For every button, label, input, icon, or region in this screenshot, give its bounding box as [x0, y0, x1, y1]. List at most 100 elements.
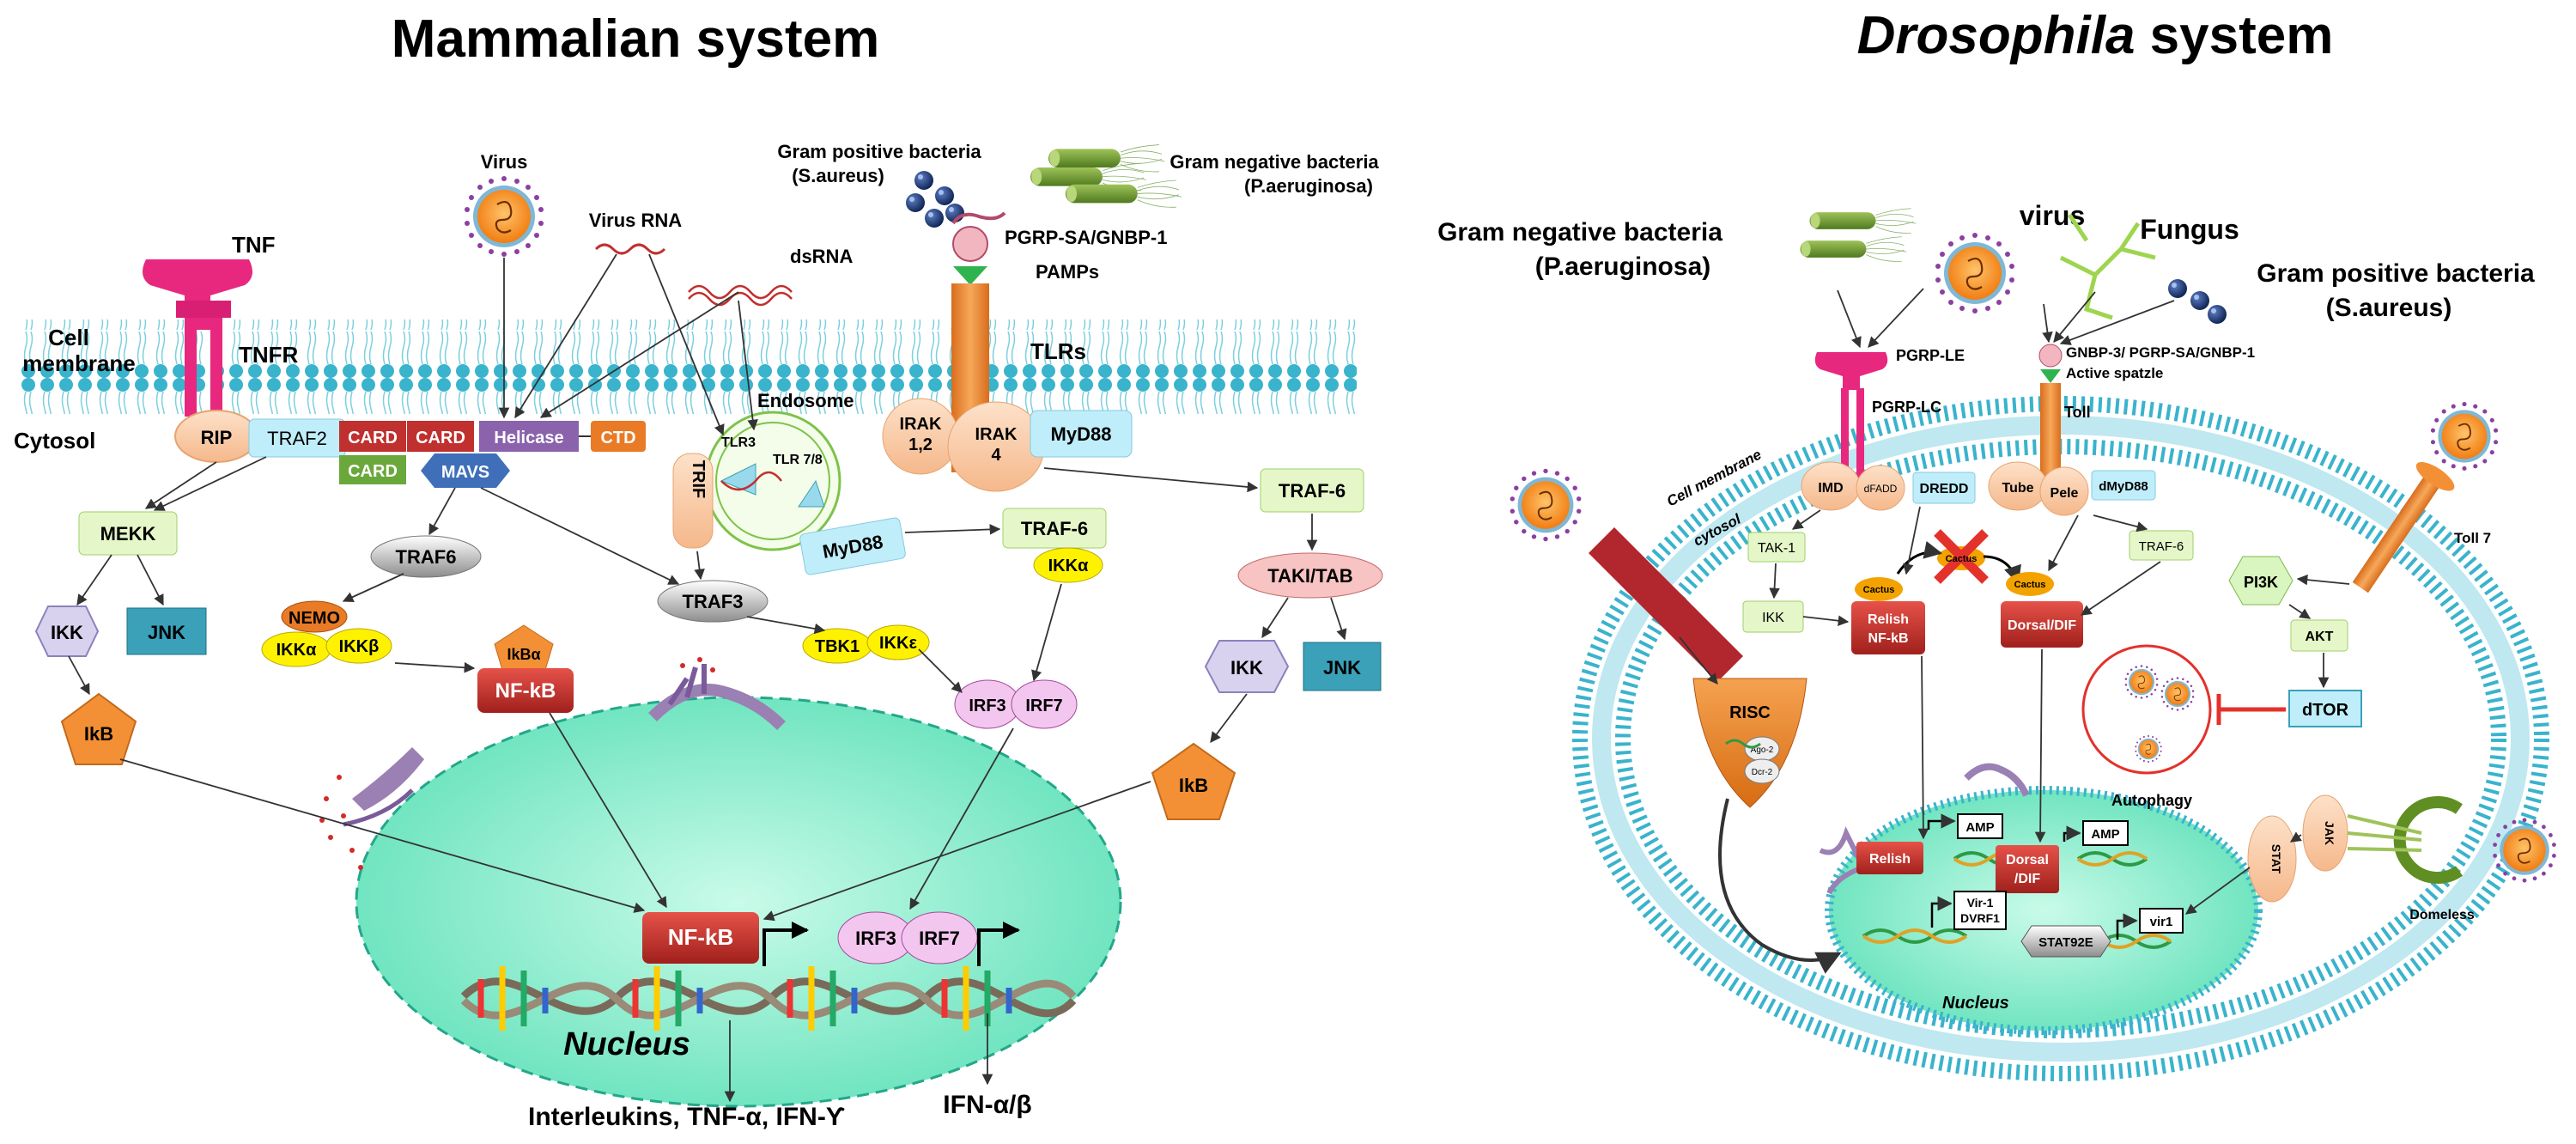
tlr78-label: TLR 7/8 [773, 453, 823, 467]
gnbp-label: GNBP-3/ PGRP-SA/GNBP-1 [2066, 344, 2255, 361]
nfkb-nucleus-label: NF-kB [668, 924, 734, 950]
dros-gram-negative-line1: Gram negative bacteria [1437, 218, 1722, 246]
ikke-node [866, 624, 930, 660]
dorsal-nucleus-label: Dorsal/DIF [2006, 853, 2049, 886]
rip-label: RIP [201, 427, 233, 448]
pi3k-hexagon [2228, 556, 2293, 605]
ikb-pentagon [60, 692, 137, 765]
mammal-arrows [68, 253, 1347, 1103]
relish-nucleus-label: Relish [1869, 852, 1911, 867]
irak4-line2: 4 [991, 446, 1001, 465]
domeless-receptor [2393, 796, 2464, 884]
ago2-label: Ago-2 [1751, 745, 1774, 755]
myd88-tlr-label: MyD88 [1051, 423, 1112, 445]
dorsal-dif-label: Dorsal/DIF [2008, 618, 2076, 633]
ikka-mid-node [1033, 547, 1103, 583]
autophagy-label: Autophagy [2111, 792, 2192, 809]
dros-nuclear-pore-left [1819, 826, 1868, 895]
card-label-1: CARD [348, 429, 398, 447]
transcription-arrow-1 [762, 922, 809, 966]
toll7-receptor [2352, 461, 2455, 593]
tnf-label: TNF [232, 232, 276, 258]
mammalian-title: Mammalian system [392, 9, 880, 69]
output-ifn: IFN-α/β [943, 1091, 1031, 1119]
dros-outer-virus-icon [1509, 467, 1583, 543]
ikb-right-label: IkB [1179, 775, 1208, 796]
dros-fungus-label: Fungus [2140, 214, 2239, 245]
traf2-label: TRAF2 [267, 428, 327, 449]
akt-box [2290, 619, 2348, 652]
vir1-dvrf1-line1: Vir-1 [1967, 896, 1994, 910]
pgrp-le-label: PGRP-LE [1896, 347, 1965, 364]
taki-node [1237, 552, 1383, 599]
irf7-node [1011, 679, 1078, 729]
dfadd-node [1856, 465, 1905, 511]
dorsal-nucleus-line2: /DIF [2014, 872, 2040, 886]
jnk-label: JNK [148, 622, 185, 643]
cactus-degraded-icon [1934, 529, 1989, 584]
tbk1-label: TBK1 [815, 637, 860, 656]
relish-nfkb-line2: NF-kB [1868, 631, 1908, 646]
toll7-virus-icon [2429, 401, 2500, 472]
pele-label: Pele [2050, 486, 2079, 501]
irf3-nucleus-label: IRF3 [855, 928, 896, 949]
dros-cell-membrane [1572, 396, 2549, 1081]
vir1-dvrf1-line2: DVRF1 [1960, 911, 2000, 925]
mekk-label: MEKK [100, 523, 156, 545]
transcription-arrow-2 [977, 922, 1020, 966]
dorsal-nucleus-line1: Dorsal [2006, 853, 2049, 867]
spatzle-label: Active spatzle [2066, 365, 2163, 381]
cactus-degraded-label: Cactus [1946, 554, 1978, 564]
irak12-line2: 1,2 [908, 435, 933, 454]
card-label-2: CARD [416, 429, 465, 447]
card-label-3: CARD [348, 462, 398, 481]
mavs-hexagon [421, 453, 510, 488]
cactus-1-label: Cactus [1863, 585, 1895, 595]
ikk-right-hexagon [1204, 640, 1290, 693]
dros-gram-negative-bacteria-icon [1800, 208, 1917, 262]
dros-gram-positive-bacteria-icon [2168, 279, 2227, 324]
dorsal-dif-box [2001, 601, 2083, 648]
traf6-right-label: TRAF-6 [1279, 480, 1346, 502]
dros-ikk-label: IKK [1762, 611, 1784, 625]
ikke-label: IKKε [879, 634, 917, 653]
traf6-grey-label: TRAF6 [396, 546, 457, 568]
cell-membrane [17, 319, 1357, 414]
pamps-label: PAMPs [1036, 261, 1099, 283]
membrane-label-line1: Cell [48, 325, 89, 350]
ikkb-node [325, 628, 392, 664]
tlr78-icon [798, 479, 825, 508]
helicase-label: Helicase [494, 429, 563, 447]
amp-label-2: AMP [2091, 827, 2119, 842]
ikba-label: IkBα [507, 646, 540, 663]
ikkb-label: IKKβ [339, 637, 380, 656]
traf3-node [657, 580, 769, 623]
drosophila-panel: Nucleus Gram negative bacteria(P.aerugin… [1437, 200, 2557, 1081]
pamp-ligand-icon [953, 266, 987, 285]
traf6-mid-label: TRAF-6 [1021, 518, 1088, 539]
drosophila-title: Drosophila system [1857, 6, 2334, 65]
traf6-right-box [1260, 468, 1364, 513]
mammalian-panel: Nucleus [14, 141, 1383, 1131]
pele-node [2039, 466, 2089, 516]
ikk-label: IKK [51, 622, 83, 643]
endosome-label: Endosome [757, 390, 854, 411]
scissors-icon-1 [1896, 541, 1943, 575]
nemo-node [281, 600, 348, 633]
dtor-box [2288, 690, 2362, 727]
jnk-right-label: JNK [1323, 657, 1361, 678]
myd88-tlr-box [1030, 410, 1133, 458]
helicase-box [479, 421, 579, 452]
myd88-endosome-box [799, 517, 906, 575]
traf3-label: TRAF3 [683, 591, 744, 612]
dros-gram-positive-line1: Gram positive bacteria [2257, 259, 2535, 288]
irak12-line1: IRAK [900, 415, 942, 434]
tnf-receptor [143, 259, 252, 417]
dros-arrows [1679, 288, 2350, 974]
pgrp-label: PGRP-SA/GNBP-1 [1005, 227, 1167, 248]
